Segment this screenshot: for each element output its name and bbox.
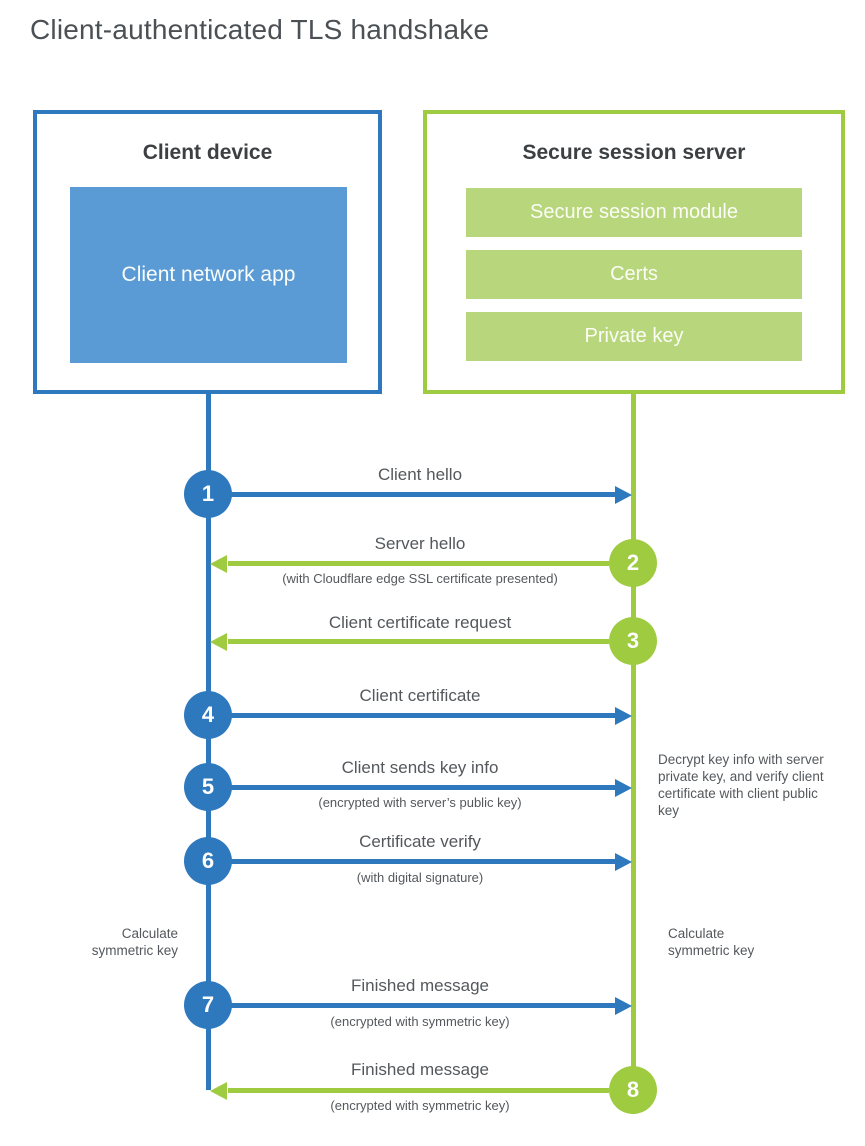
client-device-title: Client device [142,141,273,164]
step-3-circle: 3 [609,617,657,665]
step-5-sublabel: (encrypted with server’s public key) [318,795,522,810]
arrow-right-icon [615,486,632,504]
step-8-label: Finished message [351,1060,489,1079]
step-8-sublabel: (encrypted with symmetric key) [330,1098,510,1113]
secure-session-server-title: Secure session server [522,141,746,164]
step-1-label: Client hello [377,465,463,484]
step-6-circle: 6 [184,837,232,885]
step-3-arrow [228,639,609,644]
arrow-left-icon [210,555,227,573]
step-4-label: Client certificate [359,686,481,705]
step-1-arrow [230,492,616,497]
step-2-label: Server hello [374,534,466,553]
step-5-circle: 5 [184,763,232,811]
step-6-arrow [230,859,616,864]
arrow-left-icon [210,1082,227,1100]
step-4-arrow [230,713,616,718]
arrow-left-icon [210,633,227,651]
server-module-private-key: Private key [466,312,802,361]
step-6-label: Certificate verify [359,832,481,851]
step-7-sublabel: (encrypted with symmetric key) [330,1014,510,1029]
server-lifeline [631,392,636,1092]
client-network-app-label: Client network app [121,262,296,286]
step-1-circle: 1 [184,470,232,518]
step-8-circle: 8 [609,1066,657,1114]
page-title: Client-authenticated TLS handshake [30,14,490,45]
arrow-right-icon [615,853,632,871]
step-5-label: Client sends key info [341,758,499,777]
step-2-circle: 2 [609,539,657,587]
step-2-arrow [228,561,609,566]
step-7-label: Finished message [351,976,489,995]
step-7-arrow [230,1003,616,1008]
arrow-right-icon [615,779,632,797]
step-7-circle: 7 [184,981,232,1029]
arrow-right-icon [615,707,632,725]
step-8-arrow [228,1088,609,1093]
calculate-symmetric-key-client: Calculate symmetric key [91,926,178,958]
step-2-sublabel: (with Cloudflare edge SSL certificate pr… [282,571,558,586]
step-6-sublabel: (with digital signature) [356,870,484,885]
step-4-circle: 4 [184,691,232,739]
client-network-app-box: Client network app [70,187,347,363]
step-3-label: Client certificate request [328,613,512,632]
step-5-arrow [230,785,616,790]
client-lifeline [206,392,211,1090]
server-module-certs: Certs [466,250,802,299]
calculate-symmetric-key-server: Calculate symmetric key [668,926,755,958]
decrypt-key-note: Decrypt key info with server private key… [658,752,824,818]
arrow-right-icon [615,997,632,1015]
server-module-secure-session-module: Secure session module [466,188,802,237]
